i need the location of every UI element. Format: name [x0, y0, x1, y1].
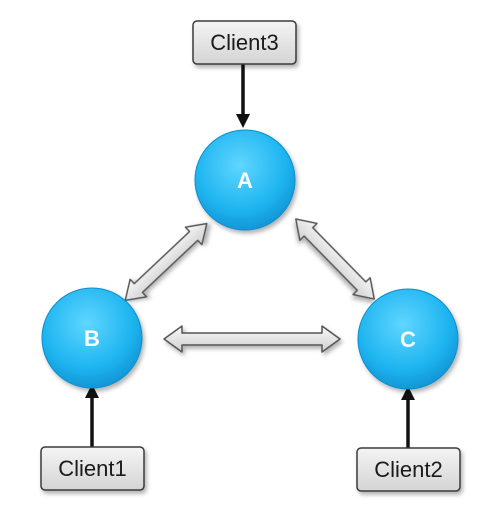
node-a-label: A	[237, 168, 253, 193]
node-c-label: C	[400, 327, 416, 352]
arrow-client3-to-a	[236, 64, 250, 128]
arrow-client1-to-b	[85, 384, 99, 447]
node-b: B	[41, 287, 143, 389]
node-a: A	[194, 129, 296, 231]
client2-label: Client2	[374, 457, 442, 482]
link-a-b	[124, 222, 208, 302]
node-c: C	[357, 288, 459, 390]
client3-box: Client3	[192, 20, 297, 65]
client1-label: Client1	[58, 456, 126, 481]
client1-box: Client1	[40, 446, 145, 491]
arrow-client2-to-c	[401, 386, 415, 448]
client2-box: Client2	[356, 447, 461, 492]
link-a-c	[295, 218, 375, 300]
link-b-c	[163, 325, 341, 353]
client3-label: Client3	[210, 30, 278, 55]
node-b-label: B	[84, 326, 100, 351]
